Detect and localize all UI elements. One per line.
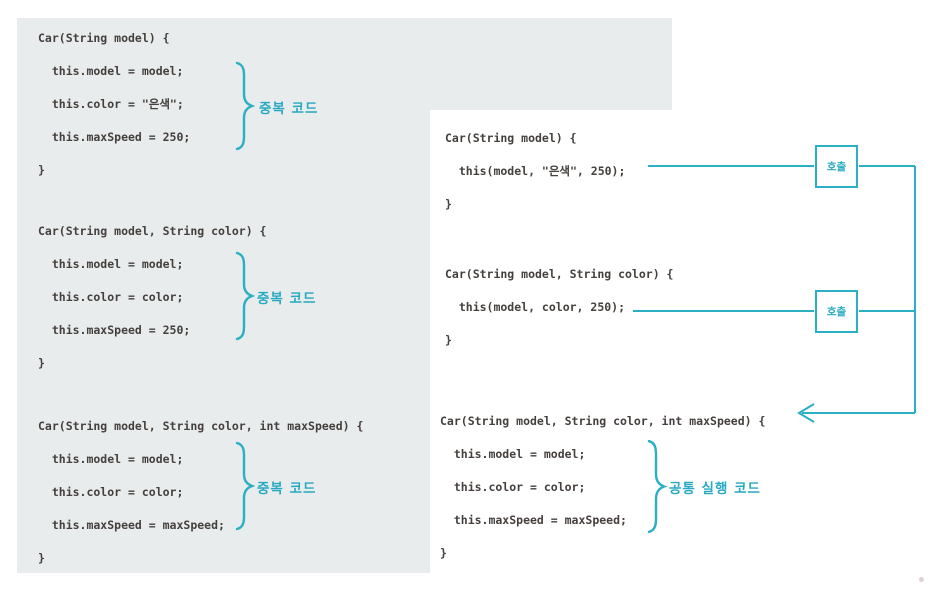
call-badge-label: 호출 [826, 306, 847, 318]
call-badge-2: 호출 [815, 290, 858, 333]
code-line: this(model, "은색", 250); [445, 164, 626, 178]
code-line: Car(String model) { [38, 31, 170, 45]
code-line: } [38, 356, 45, 370]
code-line: this.color = "은색"; [38, 97, 184, 111]
code-line: this.color = color; [38, 290, 184, 304]
code-block-left-1: Car(String model) { this.model = model; … [38, 22, 190, 187]
code-line: Car(String model, String color) { [445, 267, 674, 281]
code-line: Car(String model, String color, int maxS… [38, 419, 364, 433]
code-line: } [38, 551, 45, 565]
code-block-left-2: Car(String model, String color) { this.m… [38, 215, 266, 380]
code-line: this.maxSpeed = 250; [38, 323, 191, 337]
code-line: } [445, 333, 452, 347]
duplicate-code-label: 중복 코드 [257, 291, 317, 307]
code-line: Car(String model, String color, int maxS… [440, 414, 766, 428]
code-block-right-2: Car(String model, String color) { this(m… [445, 258, 673, 357]
code-line: this.model = model; [38, 257, 184, 271]
stray-mark [919, 577, 924, 582]
call-badge-1: 호출 [815, 145, 858, 188]
code-block-right-1: Car(String model) { this(model, "은색", 25… [445, 122, 625, 221]
code-line: Car(String model, String color) { [38, 224, 267, 238]
code-line: } [440, 546, 447, 560]
code-line: this.model = model; [38, 64, 184, 78]
call-badge-label: 호출 [826, 161, 847, 173]
code-block-left-3: Car(String model, String color, int maxS… [38, 410, 363, 575]
code-block-right-3: Car(String model, String color, int maxS… [440, 405, 765, 570]
code-line: this.maxSpeed = 250; [38, 130, 191, 144]
code-line: Car(String model) { [445, 131, 577, 145]
code-line: this.maxSpeed = maxSpeed; [440, 513, 627, 527]
code-line: this.color = color; [440, 480, 586, 494]
code-line: this(model, color, 250); [445, 300, 626, 314]
code-line: } [38, 163, 45, 177]
code-line: } [445, 197, 452, 211]
code-line: this.model = model; [38, 452, 184, 466]
code-line: this.color = color; [38, 485, 184, 499]
duplicate-code-label: 중복 코드 [259, 101, 319, 117]
duplicate-code-label: 중복 코드 [257, 481, 317, 497]
code-line: this.maxSpeed = maxSpeed; [38, 518, 225, 532]
code-line: this.model = model; [440, 447, 586, 461]
common-code-label: 공통 실행 코드 [669, 481, 761, 497]
